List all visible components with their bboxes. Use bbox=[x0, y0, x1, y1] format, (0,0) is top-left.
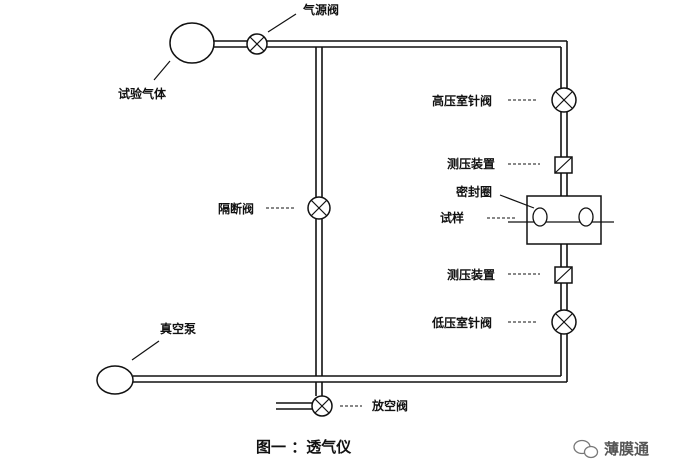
low-pressure-needle-valve bbox=[551, 309, 577, 335]
watermark-text: 薄膜通 bbox=[604, 440, 649, 458]
pressure-device-top bbox=[554, 156, 573, 174]
label-sample: 试样 bbox=[440, 210, 464, 225]
label-pressure-device-top: 测压装置 bbox=[447, 156, 495, 171]
gas-source-valve bbox=[246, 33, 268, 55]
label-gas-source-valve: 气源阀 bbox=[302, 2, 339, 17]
vent-valve bbox=[311, 395, 333, 417]
label-vent-valve: 放空阀 bbox=[371, 398, 408, 413]
pipe-network bbox=[133, 40, 568, 410]
label-test-gas: 试验气体 bbox=[118, 86, 167, 101]
leader-lines bbox=[131, 13, 540, 407]
figure-caption: 图一 ：透气仪 bbox=[256, 438, 352, 456]
pressure-device-bottom bbox=[554, 266, 573, 284]
test-gas-source bbox=[169, 22, 215, 64]
wechat-icon bbox=[573, 439, 599, 459]
high-pressure-needle-valve bbox=[551, 87, 577, 113]
isolation-valve bbox=[307, 196, 331, 220]
label-low-pressure-needle-valve: 低压室针阀 bbox=[431, 315, 492, 330]
label-pressure-device-bottom: 测压装置 bbox=[447, 267, 495, 282]
label-vacuum-pump: 真空泵 bbox=[160, 321, 196, 336]
permeation-cell bbox=[508, 195, 614, 245]
label-high-pressure-needle-valve: 高压室针阀 bbox=[432, 93, 492, 108]
label-isolation-valve: 隔断阀 bbox=[218, 201, 254, 216]
label-seal-ring: 密封圈 bbox=[456, 184, 492, 199]
vacuum-pump bbox=[96, 365, 134, 395]
